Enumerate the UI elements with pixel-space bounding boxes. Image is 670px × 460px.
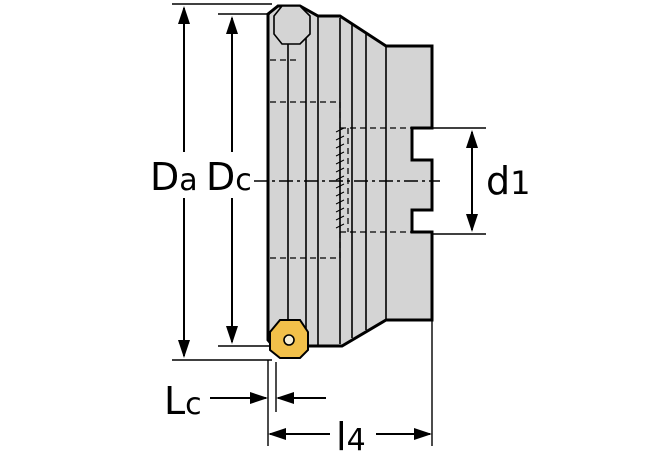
cutter-body — [266, 4, 434, 354]
thread-hatching — [335, 127, 345, 229]
dimension-d1 — [466, 130, 478, 232]
dimension-Da — [146, 6, 192, 358]
insert-screw-icon — [283, 334, 295, 346]
label-Da: Da — [150, 155, 198, 199]
dimension-Lc — [210, 392, 326, 404]
extension-lines — [172, 3, 486, 446]
top-insert — [273, 5, 311, 45]
hidden-bore-lines — [270, 59, 432, 259]
label-Dc: Dc — [206, 155, 252, 199]
label-Lc: Lc — [164, 379, 202, 423]
label-d1: d1 — [486, 159, 530, 203]
bottom-insert — [269, 319, 309, 359]
dimension-l4 — [268, 428, 432, 440]
label-l4: l4 — [336, 415, 366, 459]
dimension-Dc — [202, 16, 250, 344]
